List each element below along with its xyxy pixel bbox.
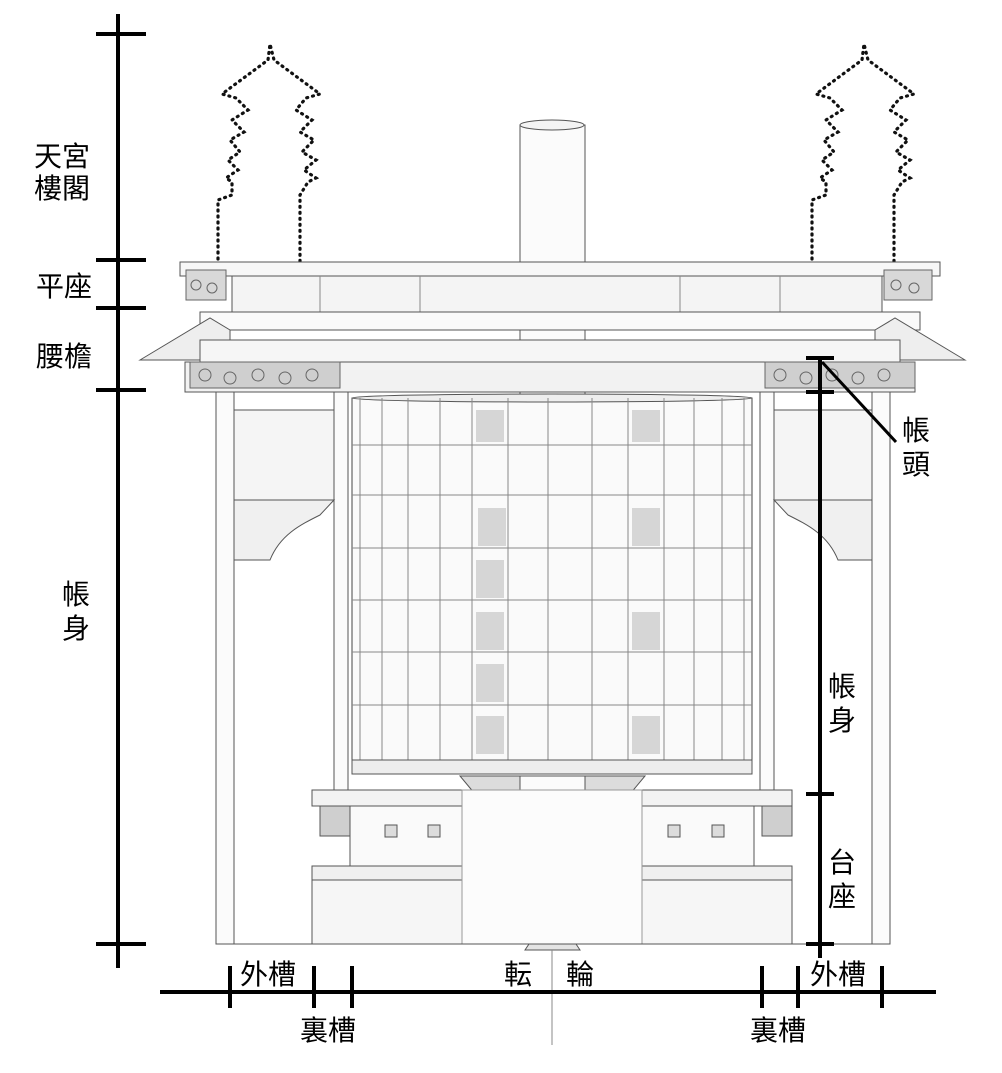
label-zhuan: 転 (504, 958, 532, 991)
eave-brackets-upper-right (883, 269, 933, 301)
inner-post-left (333, 391, 349, 793)
wheel-bottom-rim (351, 759, 753, 775)
pingzuo-body (231, 275, 883, 313)
inner-post-right (759, 391, 775, 793)
platform-right (641, 789, 793, 945)
outer-post-left (215, 391, 235, 945)
side-lintel-right (773, 409, 873, 501)
label-taizuo-2: 座 (828, 880, 856, 913)
eave-brackets-upper-left (185, 269, 227, 301)
label-lun: 輪 (566, 958, 594, 991)
label-zhangshen-left-2: 身 (62, 612, 90, 645)
label-zhangshen-right-1: 帳 (828, 670, 856, 703)
dimension-labels: 天宮 樓閣 平座 腰檐 帳 身 帳 頭 帳 身 台 座 外槽 転 輪 外槽 裏槽… (34, 140, 930, 1047)
label-zhangtou-1: 帳 (902, 414, 930, 447)
wheel-top-rim (351, 393, 753, 403)
label-licao-right: 裏槽 (750, 1014, 806, 1047)
building-elevation (138, 43, 967, 1045)
tiangong-pavilion-right-outline (810, 43, 918, 267)
wheel-shaded-panels (476, 410, 660, 754)
wheel-shelf-grid (352, 398, 752, 760)
label-zhangshen-left-1: 帳 (62, 578, 90, 611)
label-yaoyan: 腰檐 (36, 340, 92, 373)
side-lintel-left (233, 409, 335, 501)
side-bracket-left (233, 499, 336, 561)
label-waicao-right: 外槽 (810, 958, 866, 991)
pingzuo-beam (199, 311, 921, 331)
side-bracket-right (772, 499, 873, 561)
label-zhangtou-2: 頭 (902, 448, 930, 481)
waist-eave-dougong-right (764, 361, 916, 389)
label-taizuo-1: 台 (828, 846, 856, 879)
zhangtou-leader-line (820, 360, 898, 444)
label-licao-left: 裏槽 (300, 1014, 356, 1047)
outer-post-right (871, 391, 891, 945)
label-tiangong-line2: 樓閣 (34, 172, 90, 205)
platform-left (311, 789, 463, 945)
platform-center-panel (461, 789, 643, 945)
label-waicao-left: 外槽 (240, 958, 296, 991)
waist-eave-beam (199, 339, 901, 363)
label-pingzuo: 平座 (36, 270, 92, 303)
tiangong-pavilion-left-outline (216, 43, 324, 267)
label-tiangong-line1: 天宮 (34, 140, 90, 173)
waist-eave-dougong-left (189, 361, 341, 389)
label-zhangshen-right-2: 身 (828, 704, 856, 737)
central-pillar-cap (519, 119, 585, 131)
wheel-cylinder (351, 397, 753, 761)
pingzuo-railing (179, 261, 941, 277)
dimension-lines (96, 14, 936, 1008)
